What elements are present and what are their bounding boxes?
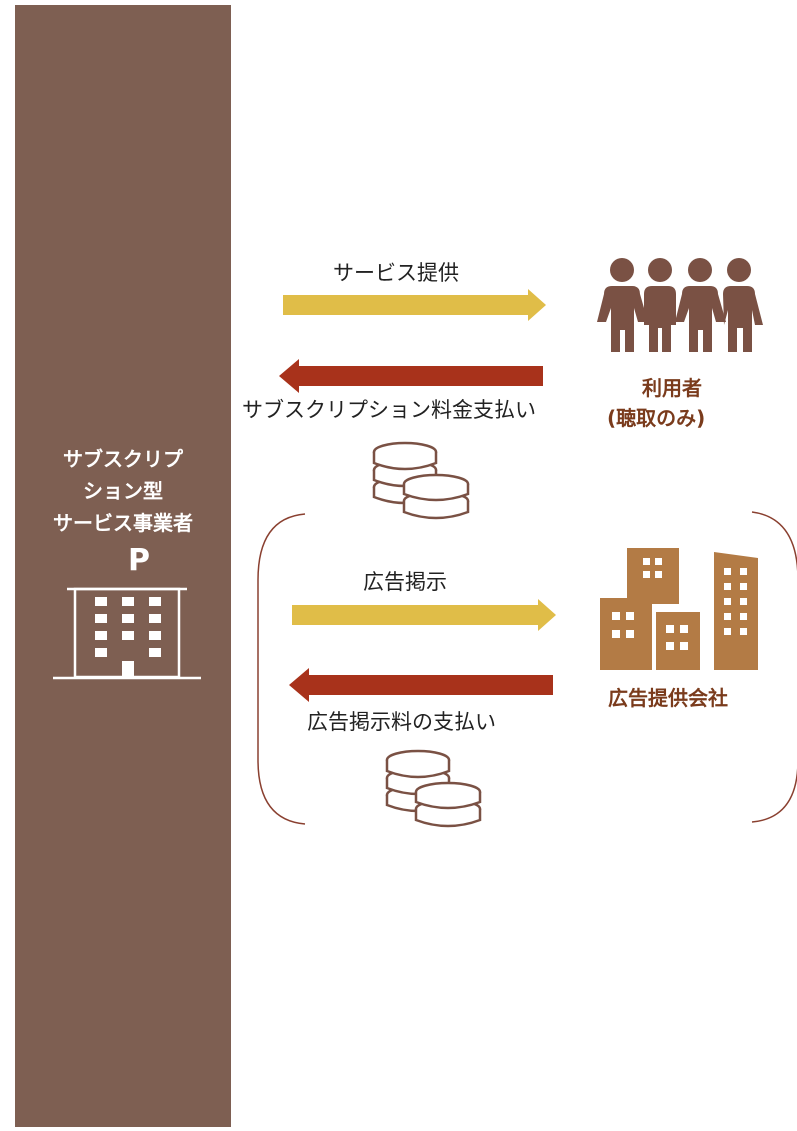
building-p-mark: P bbox=[128, 543, 150, 578]
building-icon bbox=[53, 587, 201, 680]
users-title: 利用者 bbox=[642, 376, 702, 400]
service-provision-label: サービス提供 bbox=[333, 261, 459, 285]
bracket-right bbox=[751, 511, 797, 823]
provider-title: サブスクリプ ション型 サービス事業者 bbox=[15, 443, 231, 539]
ad-payment-label: 広告掲示料の支払い bbox=[307, 710, 496, 734]
provider-title-line-3: サービス事業者 bbox=[53, 511, 193, 535]
provider-title-line-1: サブスクリプ bbox=[63, 447, 183, 471]
coins-icon-2 bbox=[385, 749, 482, 828]
ad-posting-label: 広告掲示 bbox=[363, 570, 447, 594]
users-subtitle: (聴取のみ) bbox=[607, 406, 706, 430]
advertiser-title: 広告提供会社 bbox=[608, 686, 728, 710]
provider-title-line-2: ション型 bbox=[83, 479, 163, 503]
company-buildings-icon bbox=[600, 548, 758, 670]
bracket-left bbox=[257, 513, 306, 825]
service-arrow bbox=[283, 289, 546, 321]
people-icon bbox=[597, 258, 763, 352]
subscription-payment-label: サブスクリプション料金支払い bbox=[242, 398, 536, 422]
ad-arrow bbox=[292, 599, 556, 631]
subscription-payment-arrow bbox=[279, 359, 543, 393]
provider-panel: サブスクリプ ション型 サービス事業者 P bbox=[15, 5, 231, 1127]
coins-icon bbox=[372, 441, 470, 520]
ad-payment-arrow bbox=[289, 668, 553, 702]
